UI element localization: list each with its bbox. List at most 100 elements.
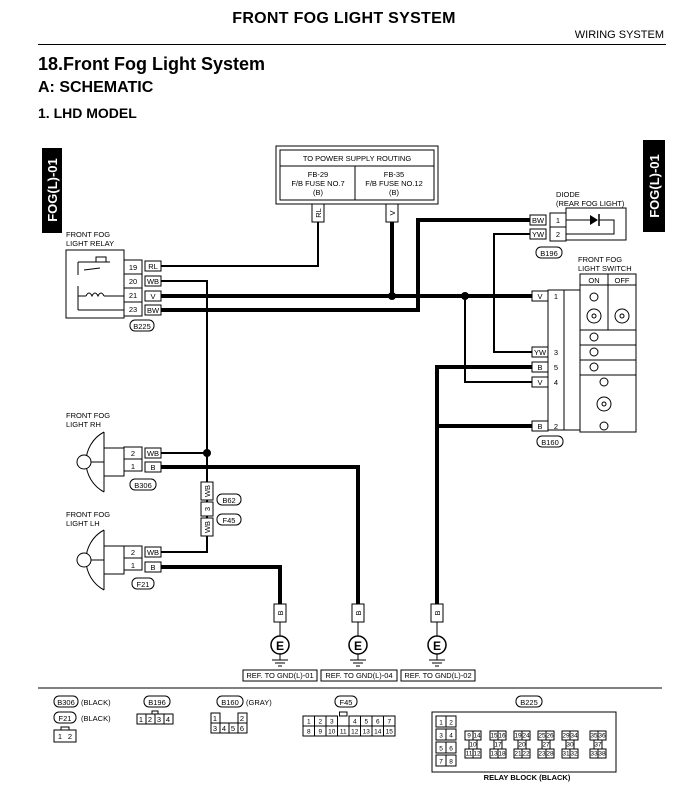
f45-pin-label: 9 [318, 729, 322, 736]
svg-text:B62: B62 [222, 496, 235, 505]
b225-pin-label: 37 [594, 742, 602, 749]
diode-rear-fog-light: DIODE (REAR FOG LIGHT) BW YW 1 2 B196 [529, 190, 627, 259]
legend-b196: B196 1 2 3 4 [136, 695, 174, 725]
svg-text:4: 4 [554, 378, 558, 387]
legend-b160: B160 (GRAY) 1 2 3 4 5 6 [210, 695, 272, 734]
b225-pin-label: 26 [546, 733, 554, 740]
f45-pin-label: 14 [374, 729, 382, 736]
ground-3: B E REF. TO GND(L)-02 [400, 603, 476, 682]
legend-b306-f21: B306 (BLACK) F21 (BLACK) 1 2 [53, 695, 111, 743]
section-title: 18.Front Fog Light System [38, 54, 266, 74]
svg-text:ON: ON [588, 276, 599, 285]
front-fog-light-rh: FRONT FOG LIGHT RH 2 1 WB B B306 [66, 411, 162, 493]
svg-text:3: 3 [157, 715, 161, 724]
section-subtitle: A: SCHEMATIC [38, 79, 154, 96]
b225-pin-label: 8 [449, 759, 453, 766]
svg-text:F/B FUSE NO.12: F/B FUSE NO.12 [365, 179, 423, 188]
svg-text:5: 5 [231, 724, 235, 733]
svg-text:F45: F45 [340, 698, 353, 707]
b225-pin-label: 23 [538, 751, 546, 758]
b225-pin-label: 21 [514, 751, 522, 758]
svg-text:1: 1 [58, 732, 62, 741]
svg-text:LIGHT LH: LIGHT LH [66, 519, 100, 528]
svg-text:F21: F21 [137, 580, 150, 589]
svg-text:FRONT FOG: FRONT FOG [66, 510, 110, 519]
f45-pin-label: 2 [318, 719, 322, 726]
svg-text:B160: B160 [221, 698, 239, 707]
b225-pin-label: 19 [514, 733, 522, 740]
b225-pin-label: 5 [439, 746, 443, 753]
f45-pin-label: 8 [307, 729, 311, 736]
svg-text:B160: B160 [541, 438, 559, 447]
svg-text:(BLACK): (BLACK) [81, 698, 111, 707]
svg-text:FB-35: FB-35 [384, 170, 404, 179]
svg-text:LIGHT SWITCH: LIGHT SWITCH [578, 264, 632, 273]
svg-text:FRONT FOG: FRONT FOG [66, 230, 110, 239]
f45-pin-label: 5 [364, 719, 368, 726]
svg-text:F21: F21 [59, 714, 72, 723]
svg-text:FRONT FOG: FRONT FOG [578, 255, 622, 264]
model-label: 1. LHD MODEL [38, 105, 137, 121]
b225-pin-label: 16 [498, 733, 506, 740]
svg-text:2: 2 [131, 449, 135, 458]
b225-pin-label: 1 [439, 720, 443, 727]
front-fog-light-lh: FRONT FOG LIGHT LH 2 1 WB B F21 [66, 510, 162, 591]
b225-pin-label: 13 [490, 751, 498, 758]
b225-pin-label: 35 [590, 733, 598, 740]
f45-pin-label: 6 [376, 719, 380, 726]
svg-text:V: V [537, 378, 542, 387]
side-tab-left: FOG(L)-01 [42, 148, 62, 233]
svg-text:B306: B306 [57, 698, 75, 707]
b225-pin-label: 6 [449, 746, 453, 753]
svg-text:(BLACK): (BLACK) [81, 714, 111, 723]
svg-text:B196: B196 [540, 249, 558, 258]
svg-text:6: 6 [240, 724, 244, 733]
svg-text:TO POWER SUPPLY ROUTING: TO POWER SUPPLY ROUTING [303, 154, 412, 163]
svg-text:V: V [388, 210, 397, 215]
f45-pin-label: 4 [353, 719, 357, 726]
svg-text:1: 1 [131, 561, 135, 570]
svg-text:B: B [537, 363, 542, 372]
svg-text:RL: RL [148, 262, 158, 271]
wire-label-rl: RL [311, 203, 325, 223]
svg-text:FOG(L)-01: FOG(L)-01 [45, 158, 60, 222]
svg-text:B: B [537, 422, 542, 431]
svg-text:RELAY BLOCK (BLACK): RELAY BLOCK (BLACK) [484, 773, 571, 782]
svg-text:WB: WB [203, 485, 212, 497]
b225-pin-label: 28 [546, 751, 554, 758]
b225-pin-label: 14 [473, 733, 481, 740]
svg-text:REF. TO GND(L)-04: REF. TO GND(L)-04 [325, 671, 392, 680]
b225-pin [545, 748, 555, 759]
svg-text:1: 1 [131, 462, 135, 471]
svg-text:B: B [354, 610, 363, 615]
b225-pin-label: 36 [598, 733, 606, 740]
wire-label-v: V [385, 203, 399, 223]
b225-pin-label: 27 [542, 742, 550, 749]
front-fog-light-relay: FRONT FOG LIGHT RELAY 19 20 21 23 RL [65, 230, 162, 332]
header-divider [38, 44, 666, 45]
svg-text:OFF: OFF [615, 276, 630, 285]
svg-text:BW: BW [532, 216, 545, 225]
svg-text:B225: B225 [520, 698, 538, 707]
svg-text:WB: WB [203, 521, 212, 533]
svg-text:B306: B306 [134, 481, 152, 490]
b225-pin-label: 10 [469, 742, 477, 749]
b225-pin-label: 7 [439, 759, 443, 766]
b225-pin [569, 748, 579, 759]
b225-pin-label: 32 [570, 751, 578, 758]
f45-pin [383, 725, 396, 737]
b225-pin [445, 754, 457, 767]
f45-key [339, 711, 348, 717]
svg-text:YW: YW [532, 230, 545, 239]
f45-pin-label: 3 [330, 719, 334, 726]
b225-pin-label: 3 [439, 733, 443, 740]
front-fog-light-switch: FRONT FOG LIGHT SWITCH ON OFF V YW B V [531, 255, 637, 448]
svg-text:(B): (B) [313, 188, 324, 197]
svg-text:21: 21 [129, 291, 137, 300]
svg-text:V: V [150, 292, 155, 301]
b225-pin [445, 728, 457, 741]
b225-pin-label: 18 [498, 751, 506, 758]
svg-text:2: 2 [240, 714, 244, 723]
